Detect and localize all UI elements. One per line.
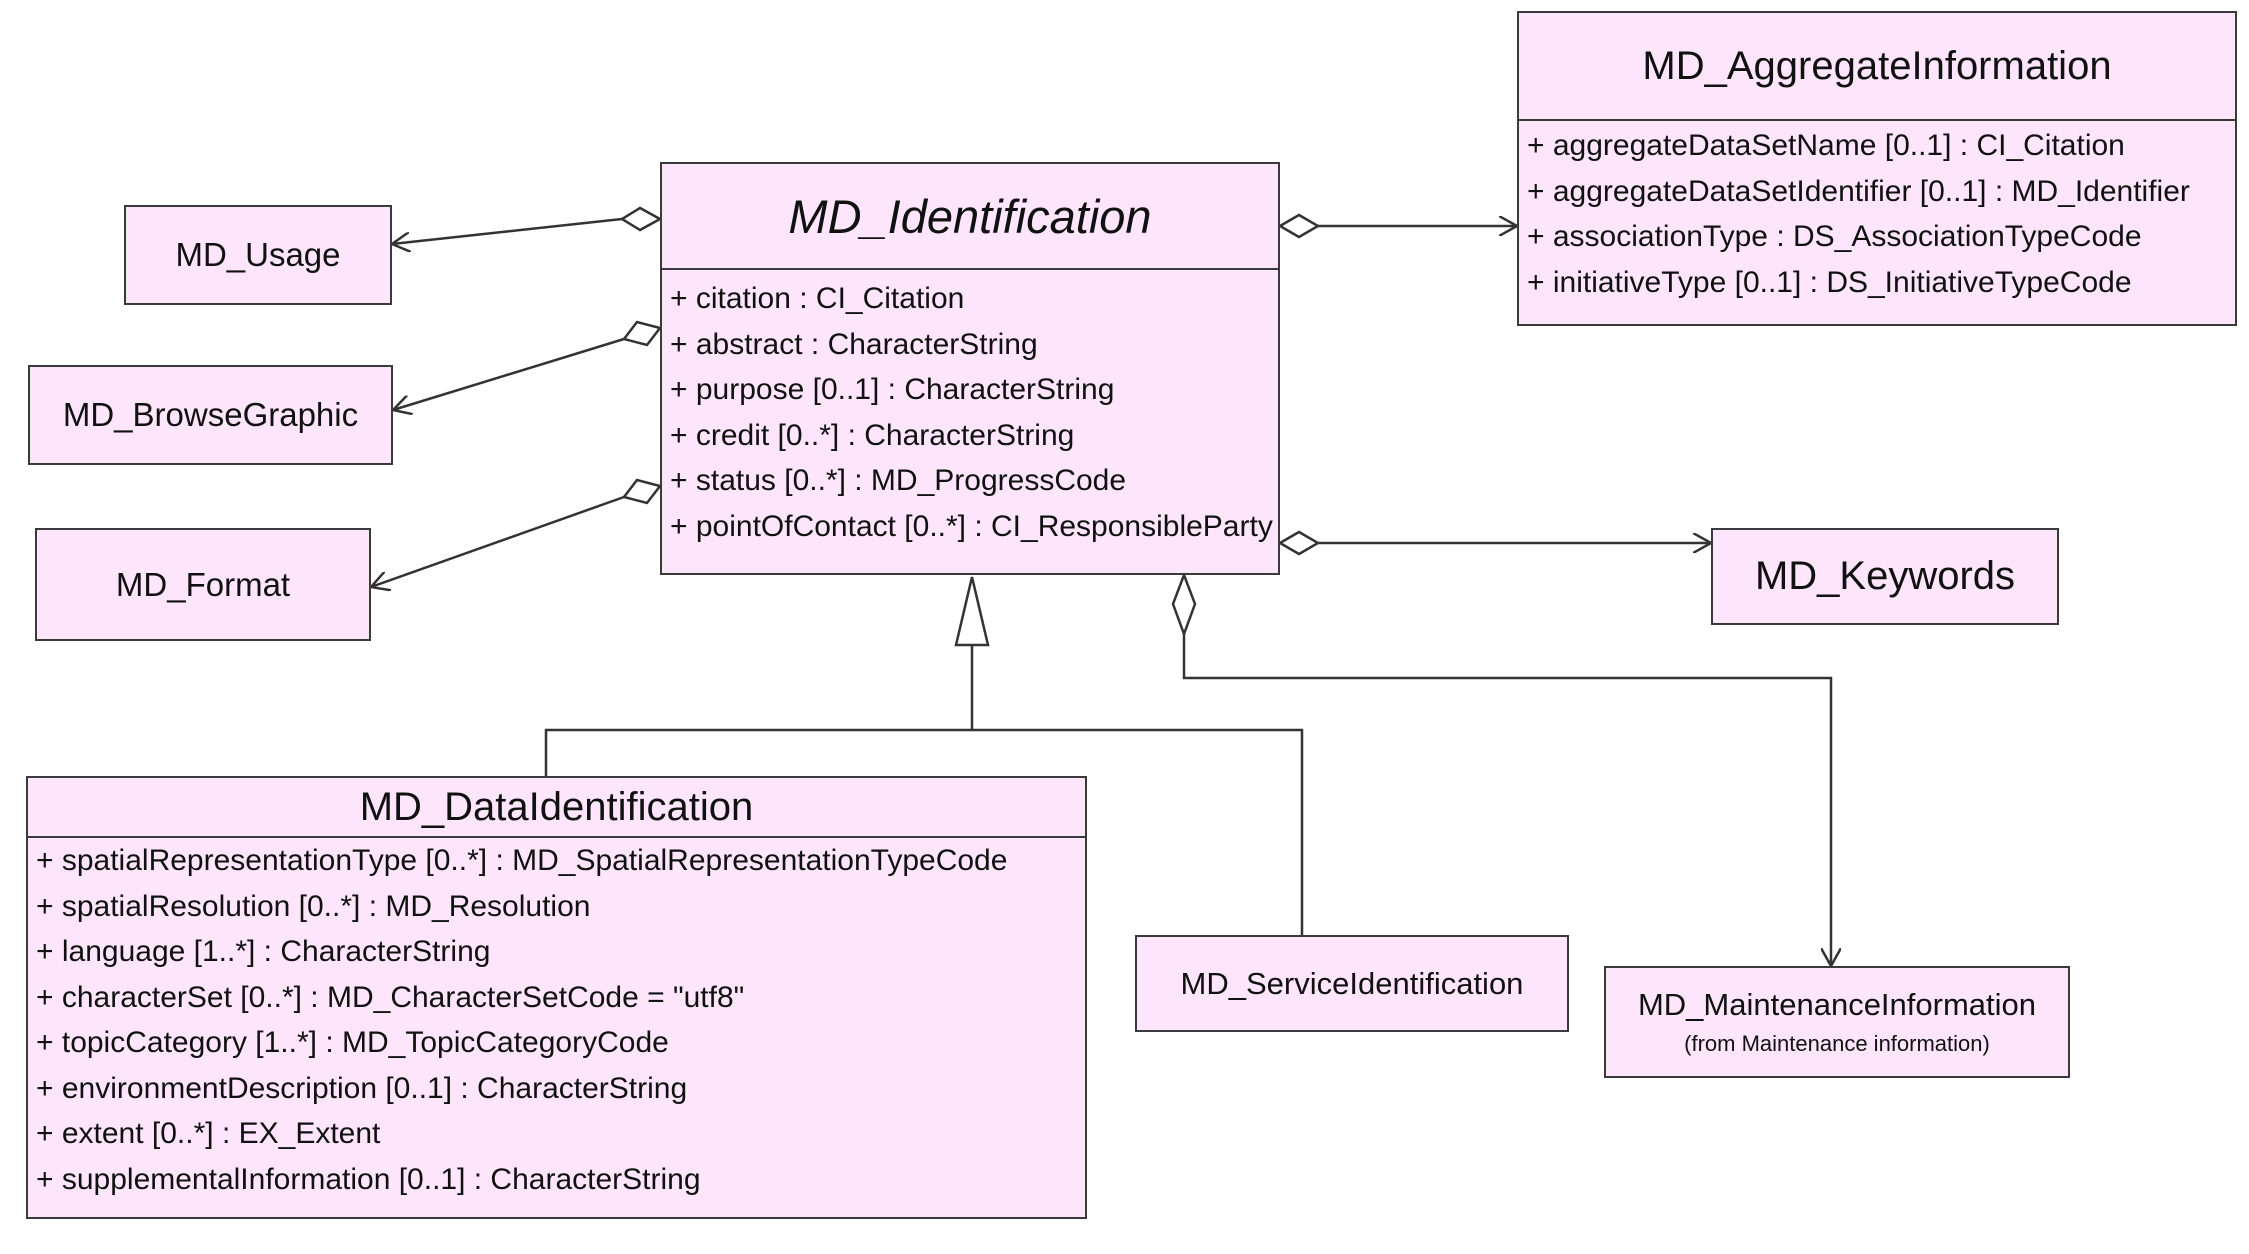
class-name: MD_DataIdentification [359, 784, 754, 829]
attribute-list: + aggregateDataSetName [0..1] : CI_Citat… [1519, 121, 2235, 305]
class-title-area: MD_AggregateInformation [1519, 13, 2235, 121]
class-md-maintenance-information[interactable]: MD_MaintenanceInformation (from Maintena… [1604, 966, 2070, 1078]
aggregation-diamond-format [621, 478, 663, 505]
class-title-area: MD_Identification [662, 164, 1278, 270]
attribute: + purpose [0..1] : CharacterString [670, 373, 1115, 406]
class-name: MD_AggregateInformation [1642, 43, 2112, 88]
class-name: MD_Format [115, 565, 291, 603]
class-source-note: (from Maintenance information) [1684, 1031, 1990, 1056]
class-name: MD_BrowseGraphic [62, 396, 359, 433]
aggregation-diamond-usage [619, 206, 663, 232]
attribute: + credit [0..*] : CharacterString [670, 418, 1075, 452]
class-md-keywords[interactable]: MD_Keywords [1711, 528, 2059, 625]
attribute: + associationType : DS_AssociationTypeCo… [1527, 220, 2142, 253]
generalization-line [544, 728, 1304, 935]
class-md-browse-graphic[interactable]: MD_BrowseGraphic [28, 365, 393, 465]
attribute: + initiativeType [0..1] : DS_InitiativeT… [1527, 265, 2132, 299]
aggregation-diamond-browse [621, 320, 663, 347]
attribute: + topicCategory [1..*] : MD_TopicCategor… [36, 1026, 669, 1059]
class-name: MD_MaintenanceInformation [1637, 987, 2037, 1022]
aggregation-line-maintenance [1182, 634, 1831, 966]
class-md-usage[interactable]: MD_Usage [124, 205, 392, 305]
class-name: MD_ServiceIdentification [1180, 965, 1524, 1001]
class-md-aggregate-information[interactable]: MD_AggregateInformation + aggregateDataS… [1517, 11, 2237, 326]
class-md-data-identification[interactable]: MD_DataIdentification + spatialRepresent… [26, 776, 1087, 1219]
aggregation-line-usage [392, 217, 623, 244]
class-md-identification[interactable]: MD_Identification + citation : CI_Citati… [660, 162, 1280, 575]
attribute: + characterSet [0..*] : MD_CharacterSetC… [36, 980, 745, 1014]
attribute: + extent [0..*] : EX_Extent [36, 1117, 381, 1150]
aggregation-line-format [371, 495, 625, 587]
attribute: + spatialRepresentationType [0..*] : MD_… [36, 844, 1008, 877]
aggregation-diamond-maintenance [1171, 571, 1197, 638]
class-md-format[interactable]: MD_Format [35, 528, 371, 641]
attribute: + aggregateDataSetIdentifier [0..1] : MD… [1527, 174, 2190, 208]
generalization-triangle [954, 576, 990, 647]
attribute: + pointOfContact [0..*] : CI_Responsible… [670, 509, 1273, 543]
attribute: + abstract : CharacterString [670, 327, 1038, 361]
attribute-list: + citation : CI_Citation + abstract : Ch… [662, 270, 1278, 549]
attribute: + citation : CI_Citation [670, 282, 965, 315]
aggregation-line-browse [393, 337, 625, 410]
class-name: MD_Identification [788, 189, 1152, 243]
aggregation-diamond-keywords [1277, 530, 1321, 556]
attribute: + aggregateDataSetName [0..1] : CI_Citat… [1527, 129, 2125, 162]
attribute: + supplementalInformation [0..1] : Chara… [36, 1162, 701, 1196]
class-name: MD_Keywords [1754, 554, 2016, 598]
attribute: + environmentDescription [0..1] : Charac… [36, 1071, 688, 1105]
attribute-list: + spatialRepresentationType [0..*] : MD_… [28, 838, 1085, 1202]
attribute: + language [1..*] : CharacterString [36, 935, 491, 968]
attribute: + spatialResolution [0..*] : MD_Resoluti… [36, 889, 591, 923]
aggregation-diamond-aggregate [1277, 213, 1321, 239]
class-md-service-identification[interactable]: MD_ServiceIdentification [1135, 935, 1569, 1032]
attribute: + status [0..*] : MD_ProgressCode [670, 464, 1127, 497]
class-name: MD_Usage [175, 236, 341, 273]
class-title-area: MD_DataIdentification [28, 778, 1085, 838]
